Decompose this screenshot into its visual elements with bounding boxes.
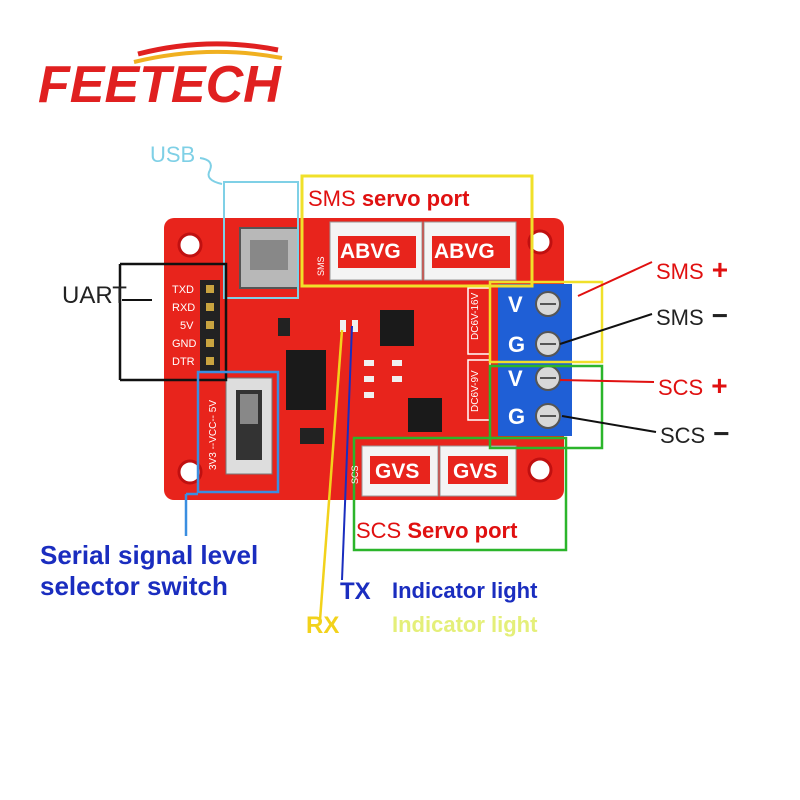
ic-chip (380, 310, 414, 346)
terminal-v-label: V (508, 366, 523, 391)
scs-silk-label: SCS (350, 465, 360, 484)
usb-pointer (199, 157, 223, 185)
scs-minus-pointer (561, 415, 657, 433)
switch-silk-label: 3V3 --VCC-- 5V (208, 399, 219, 470)
capacitor (300, 428, 324, 444)
scs-connector-1-label-bg (370, 456, 430, 484)
usb-connector (239, 227, 299, 289)
switch-highlight-box (196, 370, 280, 494)
uart-pin-label: GND (172, 338, 197, 350)
sms-servo-port-label: SMS servo port (308, 188, 469, 210)
sms-silk-label: SMS (316, 256, 326, 276)
minus-sign: − (713, 418, 730, 449)
scs-port-highlight-box (352, 436, 568, 552)
scs-minus-text: SCS (660, 423, 706, 448)
uart-bracket (120, 262, 228, 382)
sms-plus-label: SMS + (656, 256, 728, 284)
plus-sign: + (711, 254, 729, 285)
sms-minus-pointer (559, 313, 653, 345)
usb-highlight-box (223, 181, 299, 299)
level-switch-knob (240, 394, 258, 424)
rx-indicator-label: Indicator light (392, 612, 538, 637)
logo-text: FEETECH (38, 56, 282, 110)
sms-plus-pointer (577, 261, 653, 297)
scs-connector-2-label: GVS (453, 460, 498, 483)
capacitor (278, 318, 290, 336)
terminal-g-label: G (508, 404, 526, 429)
ic-chip (408, 398, 442, 432)
ic-chip (286, 350, 326, 410)
sms-port-highlight-box (300, 174, 534, 288)
tx-pointer (341, 325, 353, 581)
scs-plus-label: SCS + (658, 372, 728, 400)
uart-pin-label: TXD (172, 284, 194, 296)
minus-sign: − (711, 300, 729, 331)
serial-switch-label: Serial signal level selector switch (40, 540, 259, 602)
sms-plus-text: SMS (656, 259, 704, 284)
tx-indicator-label: Indicator light (392, 578, 538, 603)
scs-terminal-box (488, 364, 604, 450)
feetech-logo: FEETECH (38, 40, 288, 114)
scs-plus-pointer (559, 379, 655, 383)
sms-minus-label: SMS− (656, 302, 728, 330)
terminal-v-label: V (508, 292, 523, 317)
sms-terminal-box (488, 280, 604, 364)
sms-connector-2-label: ABVG (434, 240, 495, 263)
dc-sms-label: DC6V-16V (470, 292, 481, 340)
terminal-g-label: G (508, 332, 526, 357)
usb-label: USB (150, 142, 196, 167)
rx-pointer (318, 329, 344, 621)
uart-pin-label: 5V (180, 320, 194, 332)
sms-servo-port-suffix: servo port (361, 186, 470, 211)
scs-servo-port-prefix: SCS (356, 518, 402, 543)
tx-label: TX (340, 578, 371, 605)
scs-servo-port-suffix: Servo port (407, 518, 518, 543)
sms-connector-1-label-bg (338, 236, 416, 268)
uart-pin-label: RXD (172, 302, 196, 314)
usb-port (250, 240, 288, 270)
mounting-hole (527, 457, 553, 483)
sms-minus-text: SMS (656, 305, 704, 330)
uart-label: UART (62, 282, 127, 309)
mounting-hole (527, 229, 553, 255)
dc-scs-label: DC6V-9V (470, 370, 481, 412)
sms-servo-port-prefix: SMS (308, 186, 356, 211)
scs-connector-1-label: GVS (375, 460, 420, 483)
plus-sign: + (711, 370, 728, 401)
sms-connector-2-label-bg (432, 236, 510, 268)
scs-connector-2-label-bg (448, 456, 508, 484)
scs-servo-port-label: SCS Servo port (356, 520, 517, 542)
scs-plus-text: SCS (658, 375, 704, 400)
rx-label: RX (306, 612, 340, 639)
scs-minus-label: SCS− (660, 420, 730, 448)
sms-connector-1-label: ABVG (340, 240, 401, 263)
uart-pin-label: DTR (172, 356, 195, 368)
mounting-hole (177, 459, 203, 485)
mounting-hole (177, 232, 203, 258)
